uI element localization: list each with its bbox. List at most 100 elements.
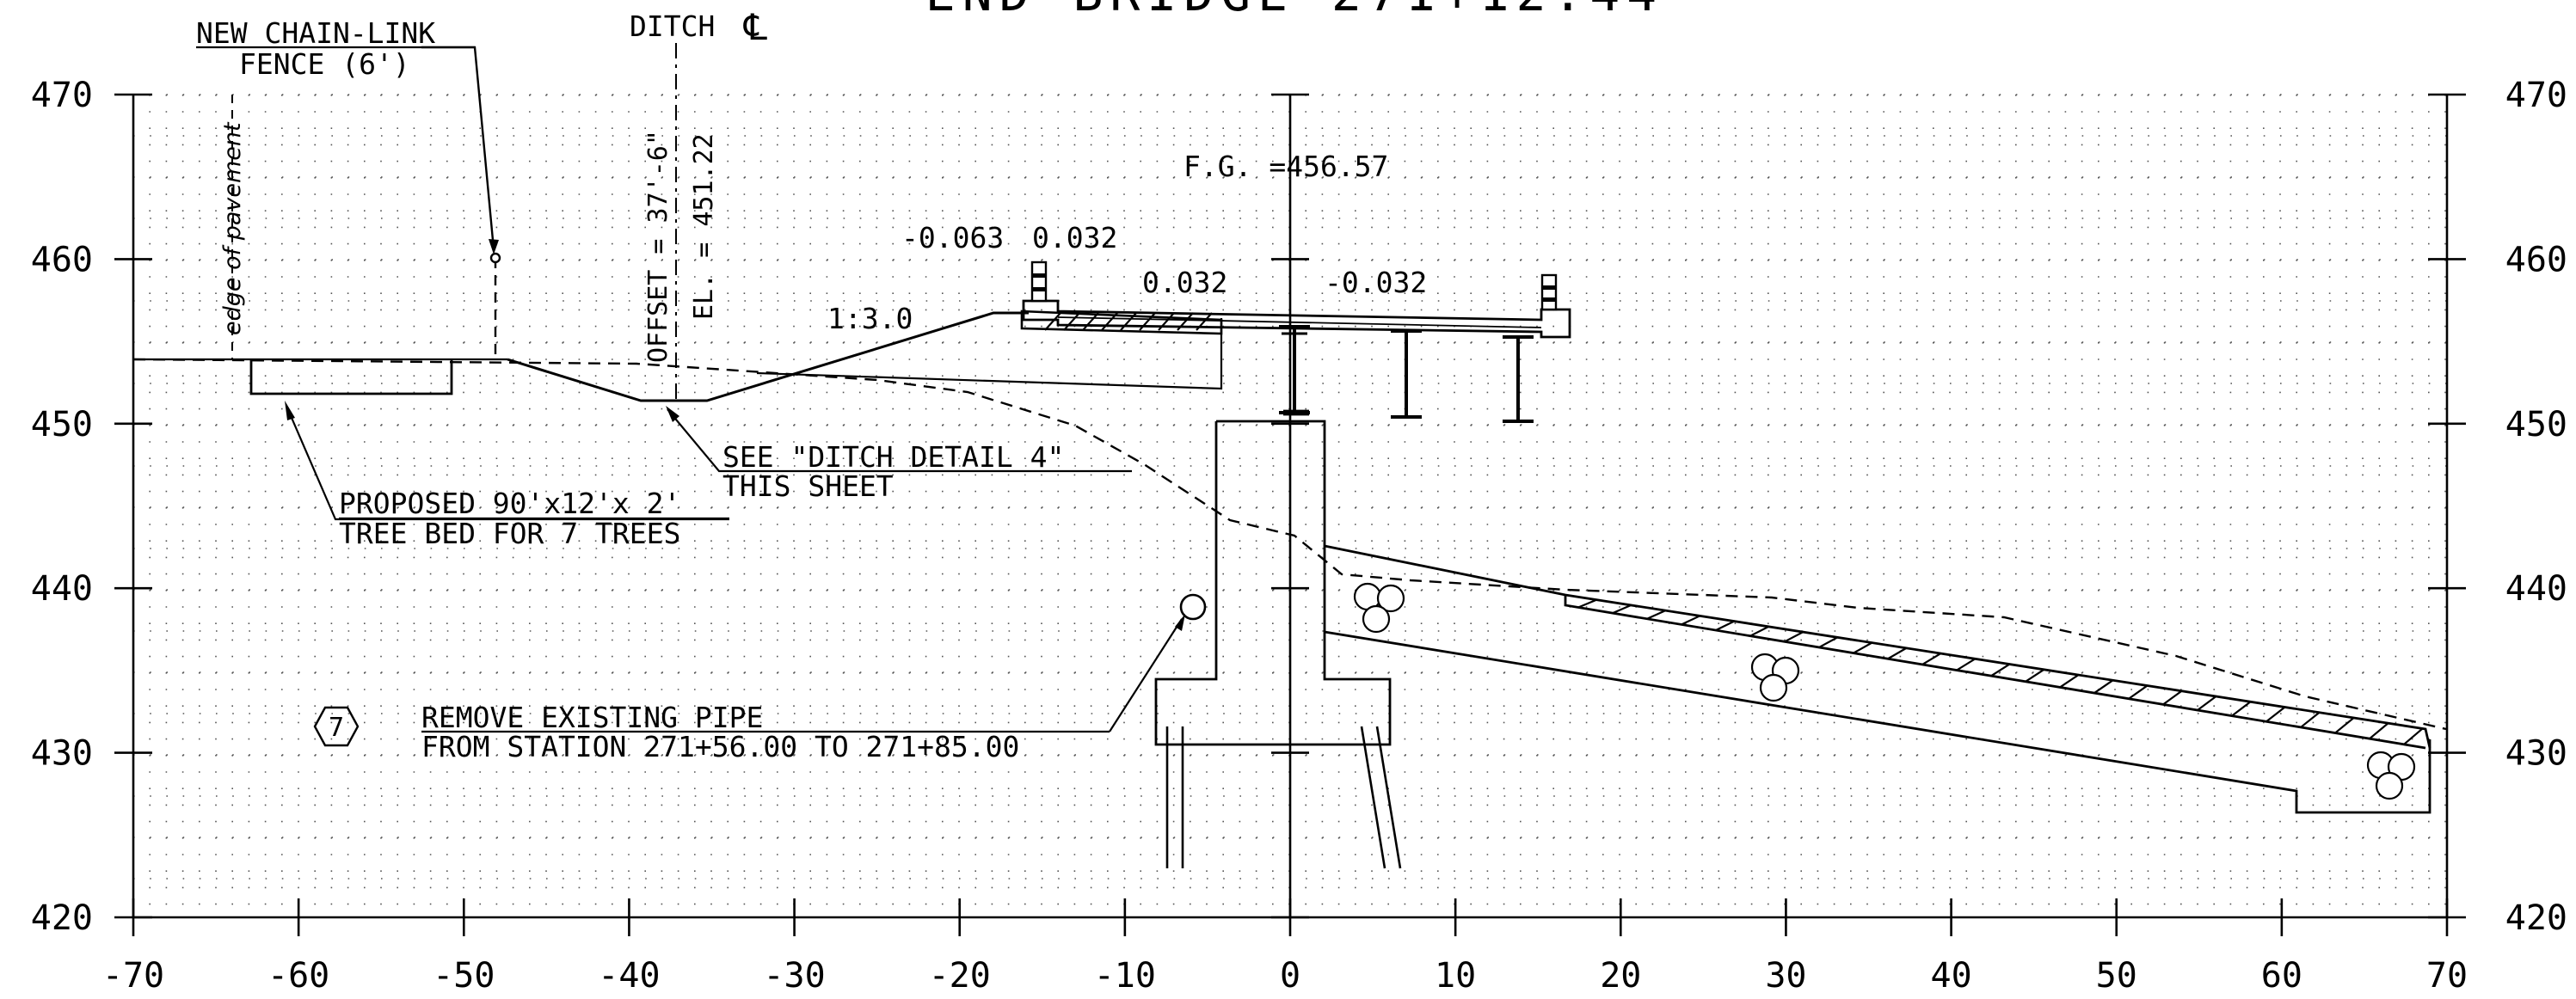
- x-tick-label: 10: [1435, 956, 1476, 996]
- y-tick-label: 450: [2505, 405, 2567, 444]
- edge-of-pavement-label: edge of pavement: [219, 121, 246, 335]
- hatch-line: [2128, 684, 2149, 700]
- y-axis-ticks-left: 420 430 440 450 460 470: [31, 76, 1309, 938]
- hatch-line: [2266, 706, 2286, 723]
- x-tick-label: -40: [598, 956, 660, 996]
- ditch-cl-label: DITCH ℄: [630, 6, 767, 48]
- tree-bed-callout: PROPOSED 90'x12'x 2' TREE BED FOR 7 TREE…: [285, 401, 729, 550]
- remove-pipe-line1: REMOVE EXISTING PIPE: [421, 701, 763, 734]
- slope-paving: [1324, 544, 2432, 814]
- y-tick-label: 430: [31, 734, 93, 774]
- x-tick-label: -20: [929, 956, 991, 996]
- ditch-detail-line1: SEE "DITCH DETAIL 4": [722, 440, 1064, 474]
- tree-bed-line1: PROPOSED 90'x12'x 2': [339, 487, 680, 520]
- x-tick-label: 20: [1600, 956, 1641, 996]
- x-tick-label: 70: [2426, 956, 2468, 996]
- cross-slope-label: -0.032: [1325, 266, 1427, 299]
- hatch-line: [1921, 652, 1942, 665]
- hatch-line: [1818, 636, 1839, 648]
- hatch-line: [1577, 598, 1598, 609]
- x-tick-label: -60: [267, 956, 329, 996]
- hatch-line: [2300, 711, 2321, 728]
- centerline-symbol-icon: ℄: [743, 6, 767, 48]
- note-number: 7: [329, 713, 344, 743]
- hatch-line: [1044, 312, 1061, 331]
- cross-slope-label: 0.032: [1032, 221, 1117, 254]
- side-slope-label: 1:3.0: [827, 302, 913, 335]
- hatch-line: [2162, 689, 2183, 706]
- offset-label: OFFSET = 37'-6": [643, 130, 673, 363]
- x-tick-label: 60: [2261, 956, 2302, 996]
- x-tick-label: 0: [1280, 956, 1300, 996]
- x-tick-label: 50: [2096, 956, 2137, 996]
- y-tick-label: 470: [2505, 76, 2567, 115]
- ditch-detail-callout: SEE "DITCH DETAIL 4" THIS SHEET: [666, 406, 1132, 503]
- approach-slab: [1020, 310, 1223, 335]
- y-tick-label: 450: [31, 405, 93, 444]
- hatch-line: [1956, 658, 1977, 671]
- fence-callout: NEW CHAIN-LINK FENCE (6'): [196, 16, 499, 254]
- hatch-line: [2025, 668, 2045, 683]
- bridge-deck: [1022, 299, 1571, 339]
- y-tick-label: 440: [2505, 569, 2567, 609]
- hatch-line: [1887, 647, 1908, 660]
- ditch-cl-text: DITCH: [630, 9, 715, 43]
- abutment: [1154, 409, 1392, 746]
- y-tick-label: 460: [2505, 240, 2567, 279]
- x-tick-label: -50: [433, 956, 495, 996]
- embankment-fill-outline: [756, 318, 1223, 390]
- hatch-line: [1784, 630, 1804, 643]
- proposed-ditch-section: [507, 311, 1029, 402]
- cross-slope-label: -0.063: [901, 221, 1004, 254]
- hatch-line: [1101, 312, 1118, 331]
- piles: [1165, 726, 1402, 869]
- x-tick-label: -30: [763, 956, 825, 996]
- y-tick-label: 470: [31, 76, 93, 115]
- bearing: [1282, 325, 1307, 335]
- tree-icon: [1353, 582, 1405, 634]
- existing-pipe-icon: [1179, 593, 1207, 621]
- tree-bed: [249, 359, 453, 395]
- hatch-line: [1990, 663, 2011, 677]
- barrier-rail-right: [1540, 273, 1558, 311]
- x-tick-label: 30: [1765, 956, 1806, 996]
- y-tick-label: 430: [2505, 734, 2567, 774]
- hatch-line: [2403, 727, 2424, 745]
- y-tick-label: 420: [2505, 898, 2567, 938]
- hatch-line: [1063, 312, 1080, 331]
- x-axis-ticks: -70 -60 -50 -40 -30 -20 -10 0 10 20 30 40 50 60 70: [102, 898, 2468, 996]
- y-tick-label: 440: [31, 569, 93, 609]
- remove-pipe-callout: REMOVE EXISTING PIPE FROM STATION 271+56…: [421, 614, 1185, 763]
- hatch-line: [1120, 312, 1137, 331]
- finished-grade-label: F.G. =456.57: [1183, 150, 1388, 183]
- title-partial: END BRIDGE 271+12.44: [925, 0, 1663, 22]
- hatch-line: [1715, 620, 1736, 632]
- hatch-line: [2231, 701, 2252, 717]
- remove-pipe-line2: FROM STATION 271+56.00 TO 271+85.00: [421, 730, 1019, 763]
- fence-label-line1: NEW CHAIN-LINK: [196, 16, 435, 50]
- y-tick-label: 460: [31, 240, 93, 279]
- hatch-line: [2197, 695, 2217, 711]
- x-tick-label: 40: [1930, 956, 1971, 996]
- hatch-line: [2059, 673, 2080, 689]
- y-tick-label: 420: [31, 898, 93, 938]
- elevation-label: EL. = 451.22: [689, 133, 719, 320]
- hatch-line: [1853, 641, 1873, 654]
- hatch-line: [1646, 609, 1667, 620]
- hatch-line: [1612, 604, 1632, 615]
- ditch-detail-line2: THIS SHEET: [722, 469, 894, 503]
- barrier-rail-left: [1030, 260, 1048, 303]
- hatch-line: [2093, 679, 2114, 694]
- x-tick-label: -70: [102, 956, 164, 996]
- hatch-line: [1681, 615, 1701, 626]
- x-tick-label: -10: [1094, 956, 1156, 996]
- fence-label-line2: FENCE (6'): [239, 47, 410, 81]
- existing-ground-line: [132, 358, 2447, 731]
- hatch-line: [2369, 722, 2389, 740]
- hatch-line: [2334, 716, 2355, 734]
- tree-icon: [1750, 653, 1800, 702]
- tree-icon: [2366, 751, 2416, 800]
- cross-slope-label: 0.032: [1142, 266, 1227, 299]
- fence-top-icon: [489, 252, 501, 264]
